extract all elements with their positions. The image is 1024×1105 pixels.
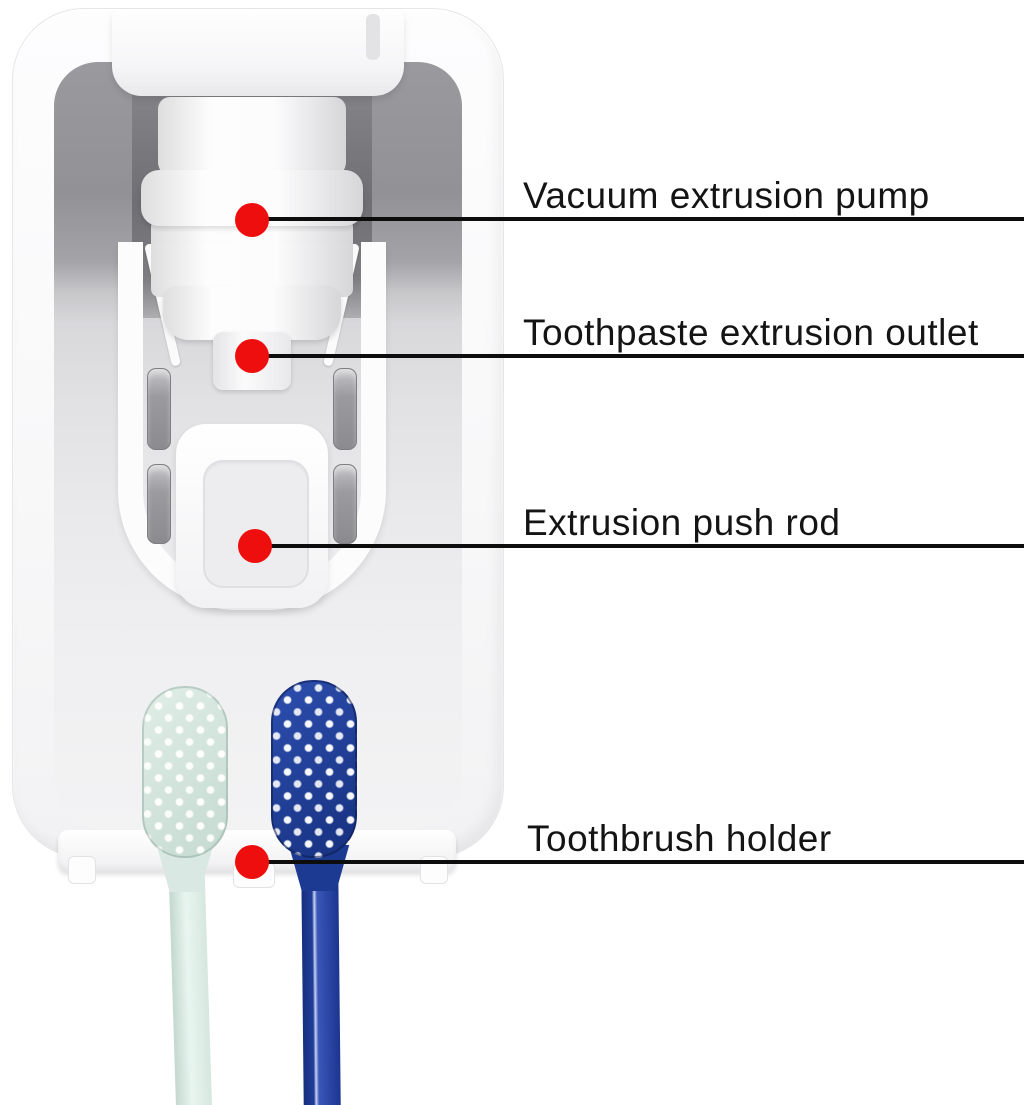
part-label-vacuum-pump: Vacuum extrusion pump [523, 175, 930, 216]
leader-line-toothbrush-holder [252, 860, 1024, 864]
part-label-toothbrush-holder: Toothbrush holder [527, 818, 832, 859]
guide-slot-top-left [147, 368, 171, 450]
guide-slot-bottom-left [147, 464, 171, 544]
part-label-push-rod: Extrusion push rod [523, 502, 841, 543]
holder-clip-left [68, 856, 96, 884]
leader-line-push-rod [255, 544, 1024, 548]
part-label-extrusion-outlet: Toothpaste extrusion outlet [523, 312, 979, 353]
pump-cylinder-top [158, 97, 346, 178]
leader-line-extrusion-outlet [252, 354, 1024, 358]
navy-toothbrush-head [271, 680, 357, 858]
mint-toothbrush-head [142, 686, 228, 858]
callout-dot-push-rod [238, 529, 272, 563]
push-rod-recess [203, 460, 309, 588]
top-mount-bracket [112, 10, 404, 96]
guide-slot-top-right [333, 368, 357, 450]
mount-slot [366, 14, 380, 60]
callout-dot-extrusion-outlet [235, 339, 269, 373]
leader-line-vacuum-pump [250, 217, 1024, 221]
callout-dot-toothbrush-holder [235, 845, 269, 879]
guide-slot-bottom-right [333, 464, 357, 544]
callout-dot-vacuum-pump [235, 203, 269, 237]
